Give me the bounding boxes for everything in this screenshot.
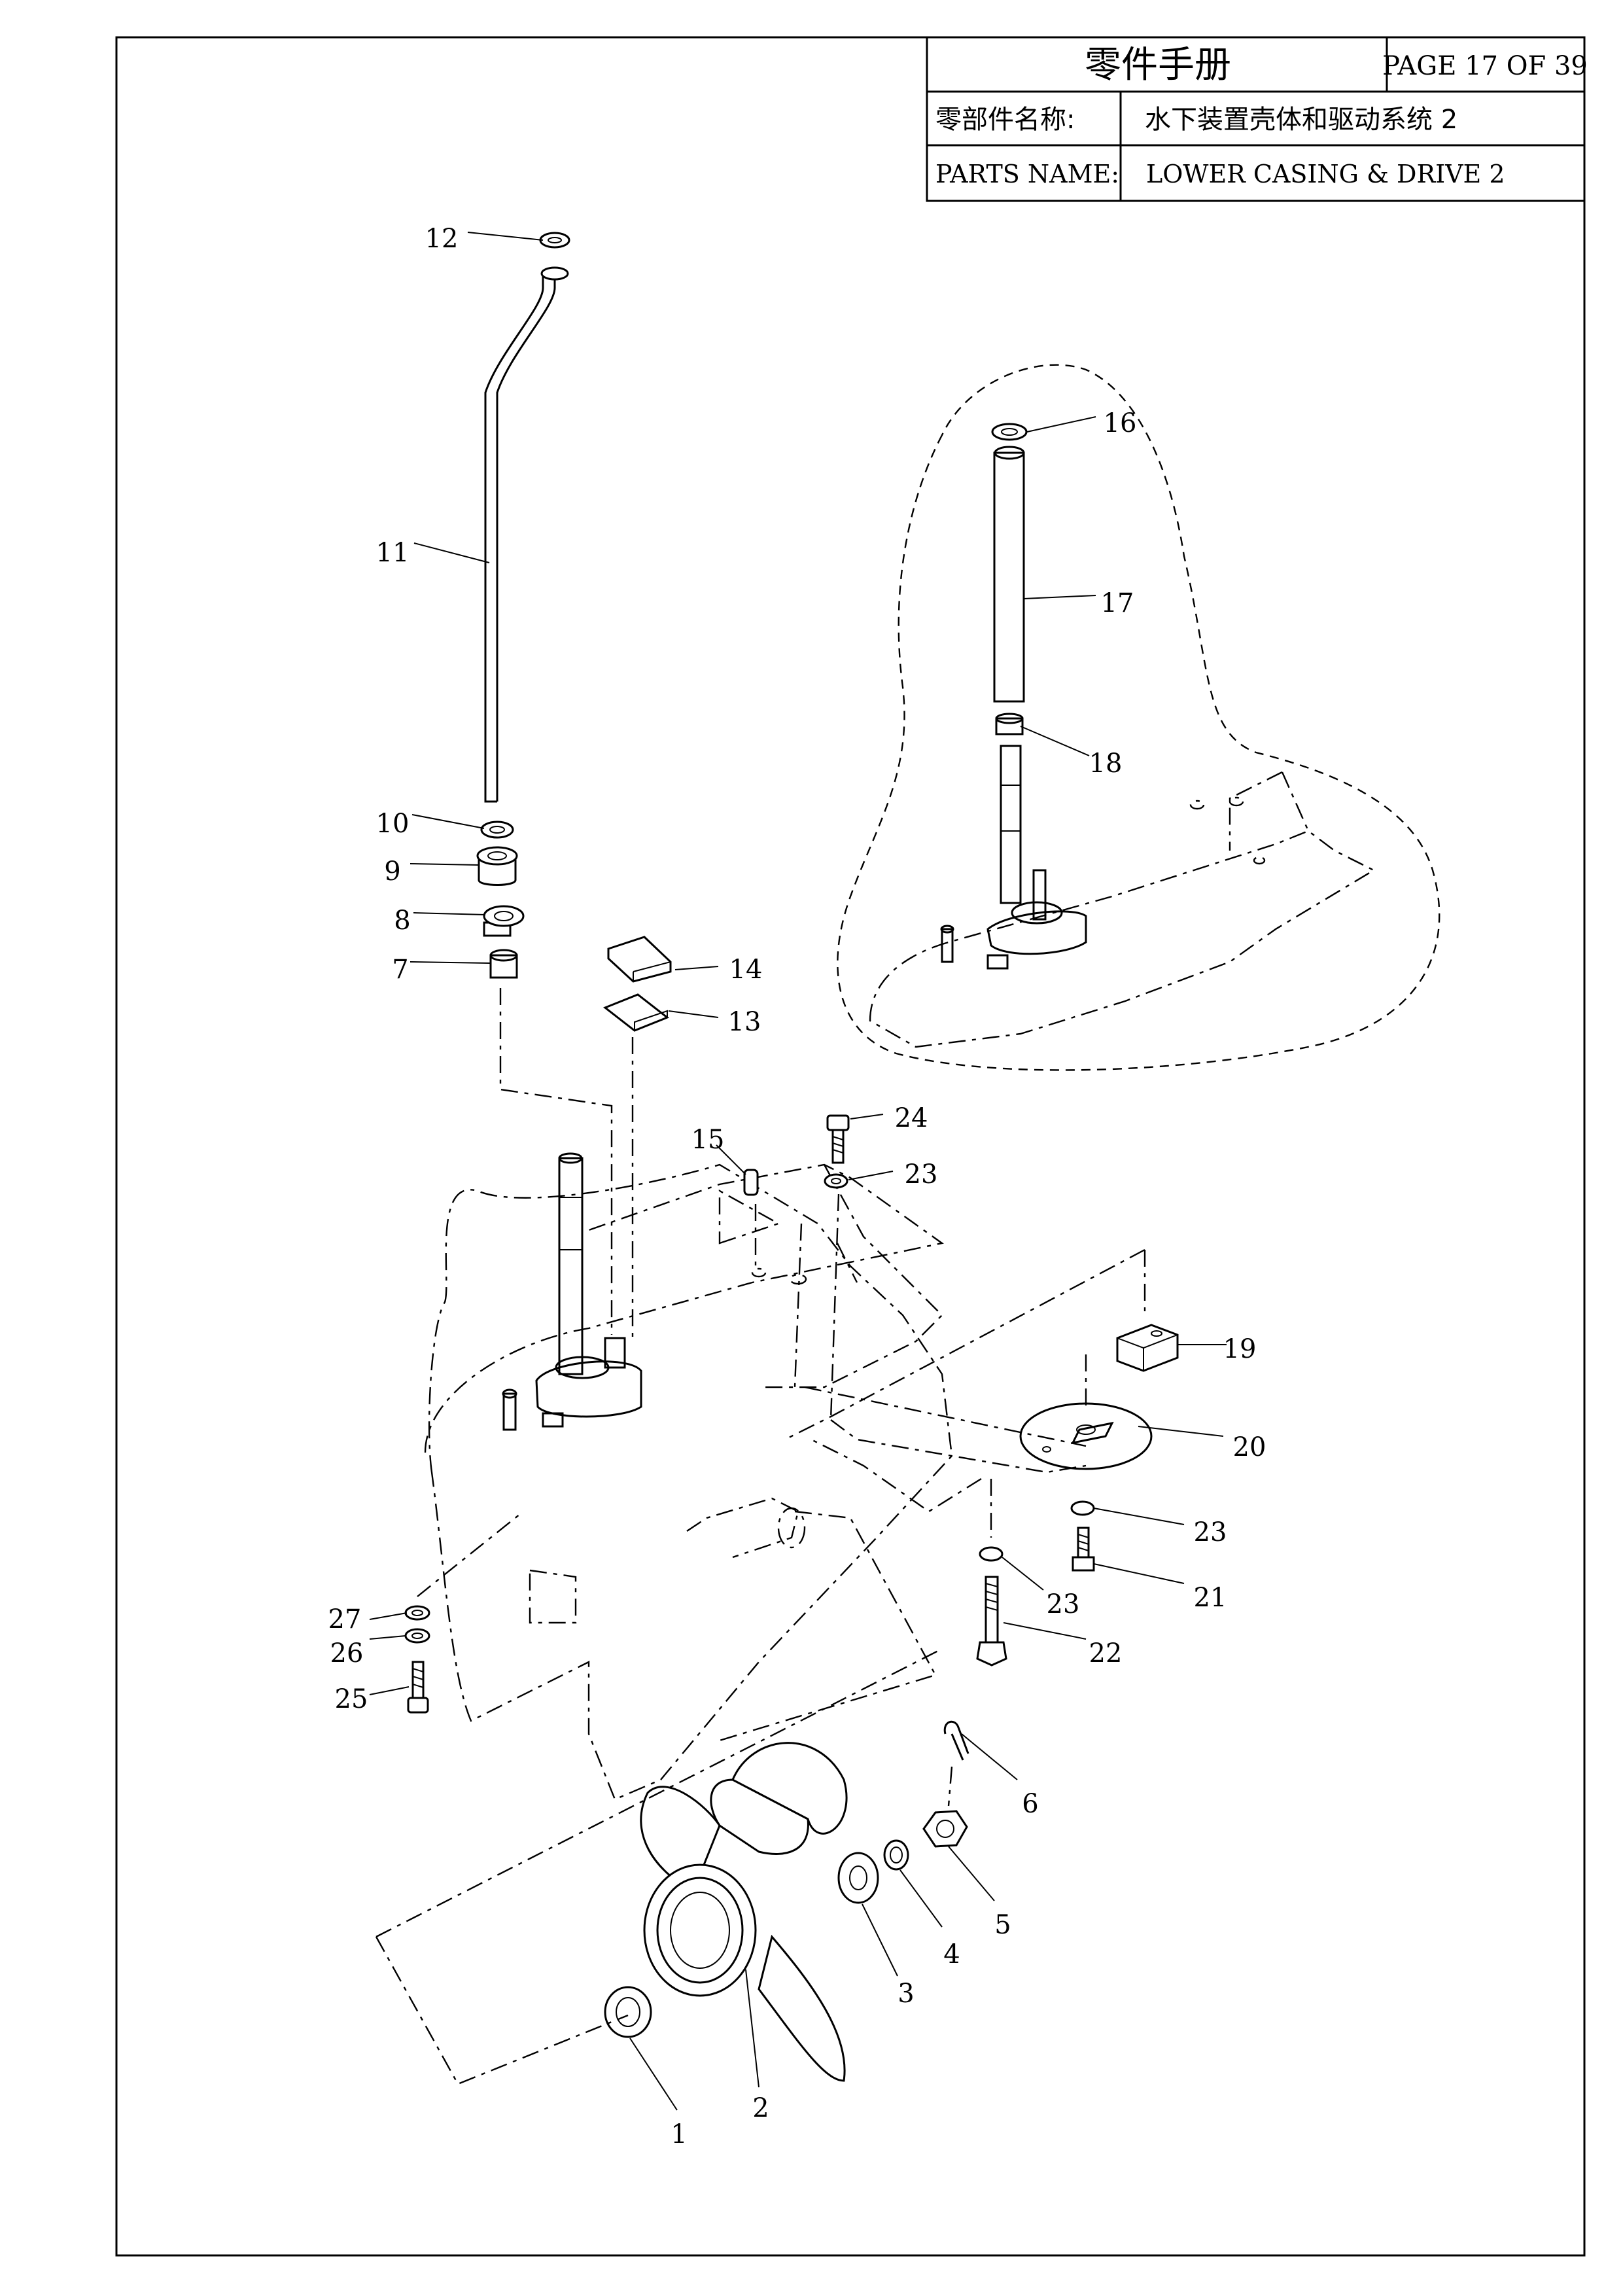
part-23-washer-a [824, 1173, 848, 1189]
callout-16: 16 [1104, 408, 1137, 438]
callout-17: 17 [1101, 588, 1134, 618]
part-19-anode [1116, 1324, 1179, 1372]
callout-6: 6 [1022, 1789, 1038, 1819]
callout-26: 26 [330, 1638, 364, 1669]
cn-parts-name: 水下装置壳体和驱动系统 2 [1145, 105, 1457, 135]
callout-19: 19 [1223, 1334, 1257, 1364]
callout-27: 27 [328, 1604, 362, 1634]
callout-5: 5 [994, 1910, 1011, 1940]
callout-23-mid: 23 [1194, 1517, 1227, 1547]
callout-25: 25 [335, 1684, 368, 1714]
alignment-lines [375, 988, 1146, 2085]
callout-11: 11 [376, 538, 410, 568]
callout-15: 15 [691, 1125, 725, 1155]
part-26-washer [404, 1628, 430, 1644]
callout-numbers: 12 11 10 9 8 7 14 13 15 24 23 16 17 18 1… [328, 224, 1266, 2149]
manual-title: 零件手册 [1085, 44, 1231, 86]
part-12-grommet [539, 232, 570, 249]
en-parts-name: LOWER CASING & DRIVE 2 [1146, 160, 1505, 188]
callout-23-low: 23 [1047, 1589, 1080, 1619]
callout-18: 18 [1089, 749, 1123, 779]
callout-1: 1 [671, 2119, 687, 2149]
inset-detail [837, 364, 1440, 1071]
page-number: PAGE 17 OF 39 [1382, 51, 1588, 81]
part-24-bolt [826, 1114, 850, 1164]
callout-24: 24 [895, 1103, 928, 1133]
en-parts-label: PARTS NAME: [935, 160, 1119, 188]
callout-8: 8 [394, 906, 410, 936]
callout-4: 4 [943, 1939, 960, 1969]
title-block: 零件手册 PAGE 17 OF 39 零部件名称: 水下装置壳体和驱动系统 2 … [926, 36, 1588, 202]
part-11-water-tube [496, 274, 556, 802]
part-22-bolt [976, 1576, 1007, 1667]
part-10-seal [480, 821, 514, 839]
callout-21: 21 [1194, 1583, 1227, 1613]
callout-23-top: 23 [905, 1159, 938, 1190]
part-5-nut [922, 1810, 968, 1848]
callout-2: 2 [752, 2093, 769, 2123]
part-1-spacer [604, 1986, 652, 2038]
driveshaft-assembly [502, 1152, 642, 1431]
callout-22: 22 [1089, 1638, 1123, 1669]
part-15-dowel-pin [743, 1169, 759, 1196]
part-14-plate [607, 936, 672, 983]
part-3-thrust-washer [837, 1852, 879, 1904]
part-16-grommet [991, 423, 1028, 441]
cn-parts-label: 零部件名称: [935, 105, 1075, 135]
callout-7: 7 [392, 955, 408, 985]
part-17-water-tube [993, 451, 1025, 703]
callout-9: 9 [384, 857, 400, 887]
part-25-bolt [407, 1661, 429, 1714]
callout-20: 20 [1233, 1432, 1266, 1462]
part-21-bolt [1072, 1527, 1095, 1572]
part-13-plate [603, 993, 669, 1032]
part-23-washer-c [979, 1546, 1003, 1562]
callout-10: 10 [376, 809, 410, 839]
part-4-spacer [883, 1839, 909, 1871]
lower-casing-phantom [424, 1163, 953, 1801]
part-23-washer-b [1070, 1500, 1095, 1516]
leader-lines [369, 232, 1227, 2111]
callout-12: 12 [425, 224, 459, 254]
callout-3: 3 [898, 1979, 914, 2009]
page-frame [115, 36, 1586, 2257]
callout-13: 13 [728, 1007, 761, 1037]
part-2-propeller [640, 1742, 848, 2082]
callout-14: 14 [729, 955, 763, 985]
part-6-cotter-pin [943, 1720, 969, 1761]
part-27-washer [404, 1605, 430, 1621]
